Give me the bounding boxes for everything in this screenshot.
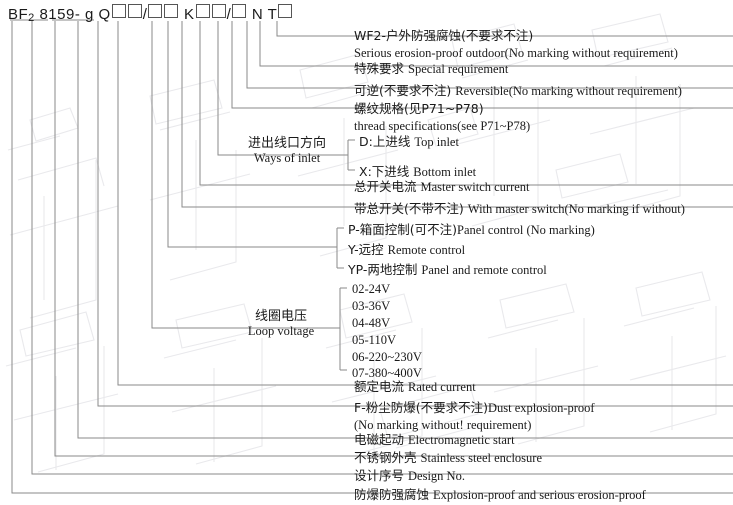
code-box-6 [211,4,226,18]
code-seg-g: g [85,6,94,23]
label-wf2-en: Serious erosion-proof outdoor(No marking… [354,45,678,60]
code-prefix: BF [8,6,29,23]
label-reversible-en: Reversible(No marking without requiremen… [455,84,682,98]
group-voltage-cn: 线圈电压 [254,309,307,324]
label-with-master-cn: 带总开关(不带不注) [354,201,464,216]
label-reversible-cn: 可逆(不要求不注) [354,83,452,98]
label-electromagnetic-en: Electromagnetic start [408,433,515,447]
label-inlet-bottom-cn: X:下进线 [359,164,410,179]
group-voltage-en: Loop voltage [247,324,315,338]
label-inlet-bottom-en: Bottom inlet [413,165,477,179]
label-remote-control-en: Remote control [387,243,466,257]
code-seg-k: K [184,6,195,23]
label-remote-control-cn: Y-远控 [348,242,384,257]
model-code: BF2 8159- g Q / K / N T [8,4,293,24]
label-special-requirement: 特殊要求 Special requirement [354,60,508,79]
group-inlet-cn: 进出线口方向 [247,136,326,151]
label-rated-current-cn: 额定电流 [354,379,405,394]
group-inlet-en: Ways of inlet [253,151,321,165]
code-box-7 [232,4,247,18]
code-seg-t: T [267,6,278,23]
code-box-2 [127,4,142,18]
label-remote-control: Y-远控 Remote control [348,241,465,260]
code-box-3 [148,4,163,18]
code-series: 8159- [39,6,81,23]
label-master-switch-current: 总开关电流 Master switch current [354,178,530,197]
code-box-8 [278,4,293,18]
code-subscript: 2 [28,12,35,24]
label-master-current-cn: 总开关电流 [354,179,417,194]
label-wf2-cn: WF2-户外防强腐蚀(不要求不注) [354,28,534,43]
label-rated-current-en: Rated current [408,380,476,394]
code-box-4 [164,4,179,18]
label-explosion-proof: 防爆防强腐蚀 Explosion-proof and serious erosi… [354,486,646,505]
voltage-option-2: 04-48V [352,316,391,330]
label-explosion-en: Explosion-proof and serious erosion-proo… [433,488,646,502]
label-master-current-en: Master switch current [420,180,530,194]
voltage-option-5: 07-380~400V [352,366,422,380]
code-box-1 [111,4,126,18]
label-inlet-top-en: Top inlet [414,135,459,149]
label-with-master-en: With master switch(No marking if without… [467,202,685,216]
label-design-no-cn: 设计序号 [354,468,405,483]
label-inlet-bottom: X:下进线 Bottom inlet [359,163,476,182]
voltage-option-1: 03-36V [352,299,391,313]
label-panel-remote-en: Panel and remote control [421,263,547,277]
label-panel-and-remote: YP-两地控制 Panel and remote control [348,261,547,280]
label-explosion-cn: 防爆防强腐蚀 [354,487,430,502]
label-design-no: 设计序号 Design No. [354,467,465,486]
voltage-option-3: 05-110V [352,333,396,347]
label-stainless-en: Stainless steel enclosure [420,451,543,465]
voltage-option-0: 02-24V [352,282,391,296]
group-loop-voltage: 线圈电压 Loop voltage [222,305,340,339]
label-rated-current: 额定电流 Rated current [354,378,476,397]
label-dust-en2: (No marking without! requirement) [354,417,532,432]
code-slash-1: / [142,6,148,23]
label-electromagnetic-start: 电磁起动 Electromagnetic start [354,431,515,450]
label-stainless-cn: 不锈钢外壳 [354,450,417,465]
voltage-option-4: 06-220~230V [352,350,422,364]
code-box-5 [195,4,210,18]
label-stainless-enclosure: 不锈钢外壳 Stainless steel enclosure [354,449,542,468]
label-reversible: 可逆(不要求不注) Reversible(No marking without … [354,82,682,101]
label-special-en: Special requirement [408,62,509,76]
label-thread-spec: 螺纹规格(见P71~P78) thread specifications(see… [354,100,530,134]
label-dust-cn: F-粉尘防爆(不要求不注) [354,400,488,415]
code-seg-n: N [251,6,264,23]
label-special-cn: 特殊要求 [354,61,405,76]
label-design-no-en: Design No. [408,469,465,483]
label-inlet-top-cn: D:上进线 [359,134,411,149]
label-panel-remote-cn: YP-两地控制 [348,262,418,277]
label-electromagnetic-cn: 电磁起动 [354,432,405,447]
label-inlet-top: D:上进线 Top inlet [359,133,459,152]
label-thread-en: thread specifications(see P71~P78) [354,118,531,133]
label-panel-control-en: Panel control (No marking) [457,223,595,237]
code-slash-2: / [226,6,232,23]
label-panel-control: P-箱面控制(可不注)Panel control (No marking) [348,221,595,240]
label-panel-control-cn: P-箱面控制(可不注) [348,222,458,237]
label-dust-explosion-proof: F-粉尘防爆(不要求不注)Dust explosion-proof (No ma… [354,399,595,433]
group-ways-of-inlet: 进出线口方向 Ways of inlet [232,132,342,166]
label-dust-en: Dust explosion-proof [487,401,595,415]
label-with-master-switch: 带总开关(不带不注) With master switch(No marking… [354,200,685,219]
code-seg-q: Q [98,6,111,23]
label-wf2-outdoor: WF2-户外防强腐蚀(不要求不注) Serious erosion-proof … [354,27,678,61]
label-thread-cn: 螺纹规格(见P71~P78) [354,101,484,116]
